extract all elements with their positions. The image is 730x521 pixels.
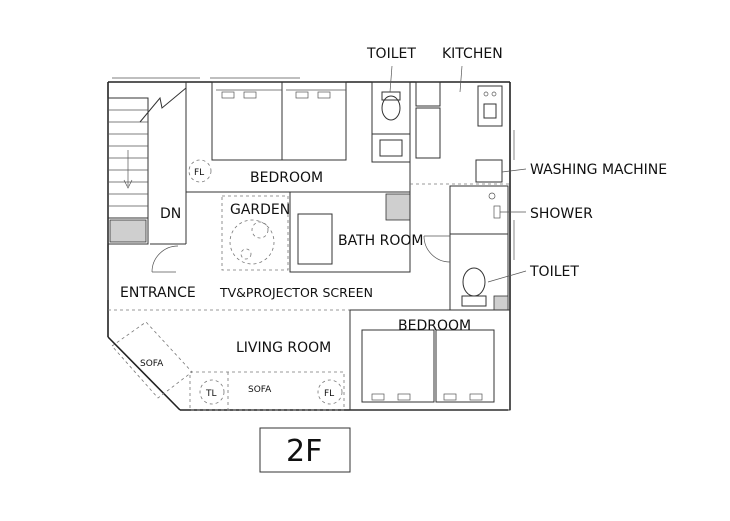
stair-down-label: DN [160, 206, 181, 222]
shower-and-toilet [423, 185, 509, 311]
sofa-main: SOFA [189, 371, 345, 411]
second-bedroom [349, 309, 511, 411]
toilet-top [371, 81, 411, 221]
kitchen-leader [459, 65, 463, 93]
sofa-main-label: SOFA [248, 385, 272, 395]
toilet-top-leader [389, 65, 393, 93]
floor-label: 2F [286, 434, 322, 469]
entrance-door [107, 243, 186, 300]
bath-room [289, 191, 411, 273]
kitchen-callout: KITCHEN [442, 46, 503, 62]
staircase [107, 82, 187, 245]
living-room-label: LIVING ROOM [236, 340, 331, 356]
floor-lamp-lower: FL [317, 379, 343, 405]
toilet-top-callout: TOILET [366, 46, 416, 62]
washing-machine-leader [501, 168, 527, 173]
garden-label: GARDEN [230, 202, 290, 218]
second-bedroom-label: BEDROOM [398, 318, 471, 334]
kitchen [410, 81, 510, 185]
garden [221, 195, 289, 271]
floor-lamp-upper-label: FL [194, 168, 204, 178]
sofa-angled-label: SOFA [140, 359, 164, 369]
floor-lamp-lower-label: FL [324, 389, 334, 399]
washing-machine-callout: WASHING MACHINE [530, 162, 667, 178]
floor-label-box [259, 427, 351, 473]
entrance-label: ENTRANCE [120, 285, 196, 301]
toilet-right-leader [487, 270, 527, 283]
shower-callout: SHOWER [530, 206, 593, 222]
main-bedroom-label: BEDROOM [250, 170, 323, 186]
tv-screen-label: TV&PROJECTOR SCREEN [219, 285, 373, 300]
floor-lamp-upper: FL [188, 159, 212, 183]
table-lamp-label: TL [205, 389, 217, 399]
bath-room-label: BATH ROOM [338, 233, 423, 249]
table-lamp: TL [199, 379, 225, 405]
toilet-right-callout: TOILET [529, 264, 579, 280]
sofa-angled: SOFA [111, 321, 193, 399]
